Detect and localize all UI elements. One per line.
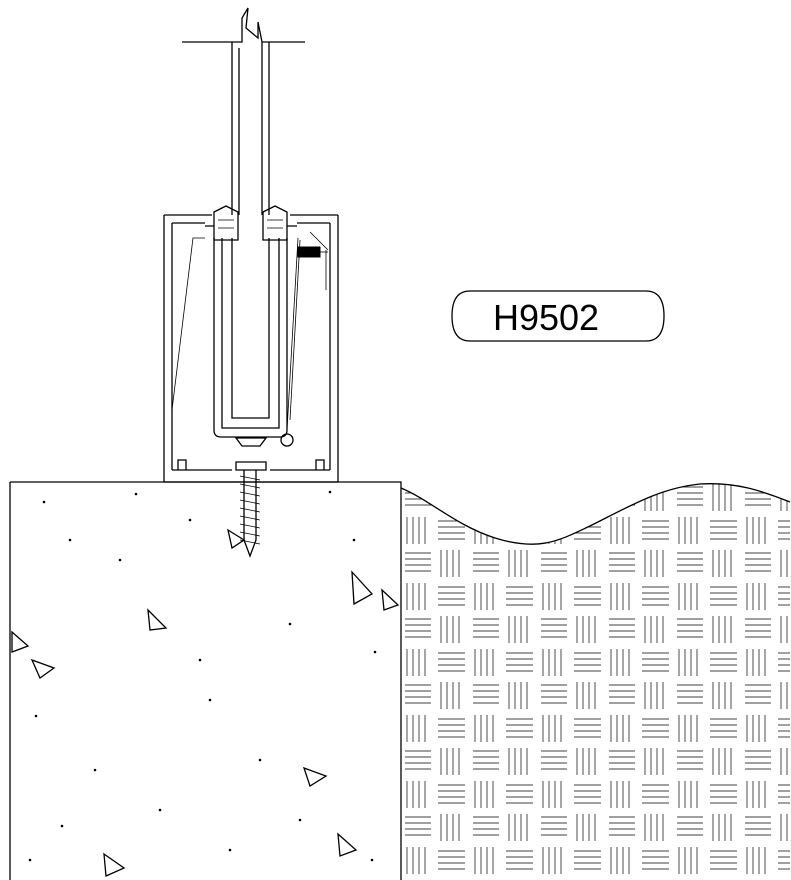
glass-panel xyxy=(182,7,305,215)
anchor-screw xyxy=(235,461,267,558)
masonry-substrate xyxy=(400,483,791,880)
set-screw xyxy=(297,246,328,258)
u-channel-insert xyxy=(205,205,297,447)
product-callout: H9502 xyxy=(451,290,665,342)
product-code-label: H9502 xyxy=(493,297,599,338)
concrete-substrate xyxy=(9,481,402,880)
